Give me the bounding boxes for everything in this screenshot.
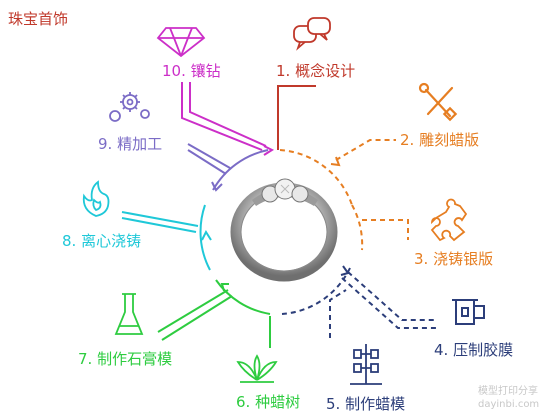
arc-cyan <box>199 204 211 271</box>
arrowhead-lower-right <box>340 265 350 276</box>
page-title: 珠宝首饰 <box>8 10 69 28</box>
watermark-line1: 模型打印分享 <box>478 386 538 397</box>
step-10-label: 10. 镶钻 <box>162 62 221 80</box>
step-2-label: 2. 雕刻蜡版 <box>400 131 480 149</box>
connector-4b <box>347 271 436 321</box>
step-6-label: 6. 种蜡树 <box>236 393 301 411</box>
step-7-label: 7. 制作石膏模 <box>78 350 173 368</box>
arc-orange <box>279 149 353 206</box>
arrowhead-left <box>201 229 212 241</box>
chat-bubbles-icon <box>293 17 331 51</box>
arrowhead-top <box>263 145 275 156</box>
step-4-label: 4. 压制胶膜 <box>434 341 514 359</box>
connector-2 <box>335 139 396 161</box>
arc-purple <box>212 149 269 191</box>
arc-navy <box>281 267 351 315</box>
press-icon <box>452 299 485 325</box>
ring-icon <box>230 178 338 282</box>
gears-icon <box>109 92 150 122</box>
arc-orange-2 <box>351 204 364 251</box>
connector-10a <box>181 82 263 151</box>
connector-4a <box>341 277 436 329</box>
step-5-label: 5. 制作蜡模 <box>326 395 406 413</box>
puzzle-icon <box>430 198 468 242</box>
connectors <box>121 82 436 348</box>
connector-3 <box>362 219 409 240</box>
diamond-icon <box>156 27 206 58</box>
wax-tree-icon <box>350 344 382 385</box>
connector-7b <box>161 295 233 341</box>
step-9-label: 9. 精加工 <box>98 135 163 153</box>
flask-icon <box>114 293 144 335</box>
arrowhead-lower-left <box>220 283 229 292</box>
arc-green <box>215 279 271 315</box>
flame-icon <box>82 180 110 217</box>
step-1-label: 1. 概念设计 <box>276 62 356 80</box>
connector-5 <box>329 289 347 338</box>
connector-9b <box>187 149 227 175</box>
connector-8b <box>121 217 197 233</box>
flow-circle <box>199 145 364 315</box>
step-8-label: 8. 离心浇铸 <box>62 232 142 250</box>
connector-1 <box>277 85 316 150</box>
arrowhead-upper-left <box>211 181 223 192</box>
connector-8a <box>121 211 199 227</box>
connector-10b <box>189 82 267 147</box>
connector-9a <box>187 143 231 169</box>
step-3-label: 3. 浇铸银版 <box>414 250 494 268</box>
watermark-line2: dayinbi.com <box>478 399 540 410</box>
sprout-icon <box>236 354 278 383</box>
tools-icon <box>418 82 458 122</box>
connector-7a <box>157 289 229 333</box>
